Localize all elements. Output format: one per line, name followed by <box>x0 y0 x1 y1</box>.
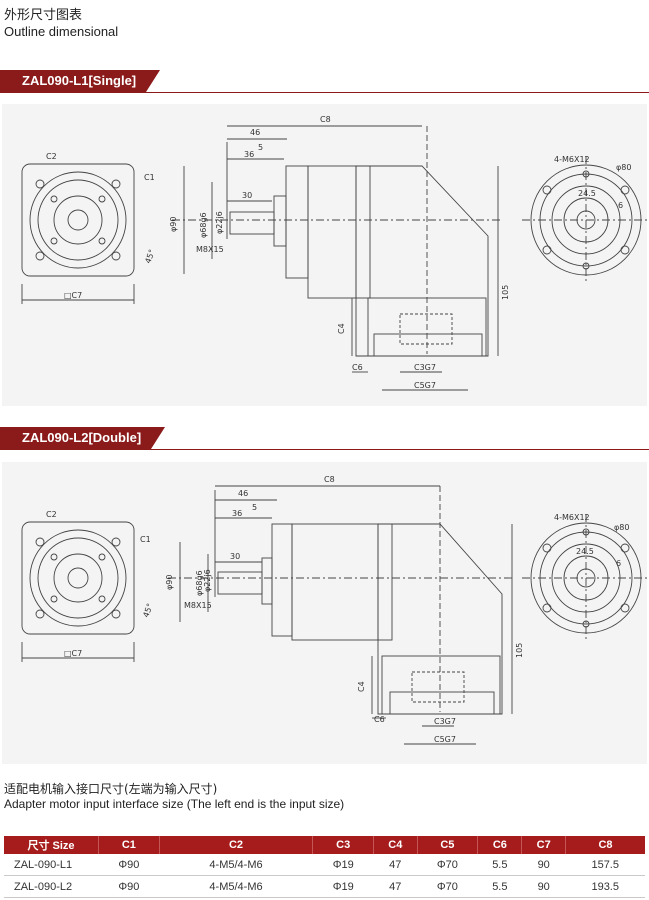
table-cell: 47 <box>373 875 418 898</box>
dim-6: 6 <box>616 559 621 568</box>
table-header-row: 尺寸 Size C1 C2 C3 C4 C5 C6 C7 C8 <box>4 836 645 854</box>
table-cell: Φ19 <box>312 875 374 898</box>
dim-c3: C3G7 <box>434 717 456 726</box>
section-banner-line <box>0 92 649 93</box>
dim-c1: C1 <box>144 173 155 182</box>
header-title-cn: 外形尺寸图表 <box>4 8 83 23</box>
table-cell: 193.5 <box>565 875 645 898</box>
adapter-title-en: Adapter motor input interface size (The … <box>4 797 345 811</box>
dim-m6: 4-M6X12 <box>554 155 590 164</box>
table-cell: 4-M5/4-M6 <box>159 875 313 898</box>
dim-c7: □C7 <box>64 649 82 658</box>
dim-phi68: φ68g6 <box>199 212 208 238</box>
column-header: C4 <box>373 836 418 854</box>
dim-m8: M8X15 <box>184 601 212 610</box>
dim-c1: C1 <box>140 535 151 544</box>
header-title-en: Outline dimensional <box>4 24 119 39</box>
table-cell: 5.5 <box>477 854 522 876</box>
dim-m8: M8X15 <box>196 245 224 254</box>
dim-105: 105 <box>501 285 510 300</box>
table-cell: Φ90 <box>98 875 160 898</box>
dim-36: 36 <box>244 150 254 159</box>
dim-46: 46 <box>250 128 260 137</box>
drawing-single: C8 46 5 36 30 φ90 φ68g6 φ22j6 M8X15 105 … <box>21 115 647 391</box>
dim-c8: C8 <box>324 475 335 484</box>
dim-phi22: φ22j6 <box>203 569 212 592</box>
dim-5: 5 <box>252 503 257 512</box>
column-header: C3 <box>312 836 375 854</box>
table-row: ZAL-090-L2 Φ90 4-M5/4-M6 Φ19 47 Φ70 5.5 … <box>4 875 645 898</box>
dim-c8: C8 <box>320 115 331 124</box>
table-cell: 47 <box>373 854 418 876</box>
column-header: C7 <box>521 836 566 854</box>
table-cell: 4-M5/4-M6 <box>159 854 313 876</box>
dim-30: 30 <box>230 552 240 561</box>
dim-phi68: φ68g6 <box>195 570 204 596</box>
table-cell: ZAL-090-L2 <box>4 875 99 898</box>
table-cell: Φ70 <box>417 875 478 898</box>
column-header: C6 <box>477 836 523 854</box>
column-header: 尺寸 Size <box>4 836 99 854</box>
table-cell: Φ70 <box>417 854 478 876</box>
dim-c4: C4 <box>337 323 346 334</box>
dim-46: 46 <box>238 489 248 498</box>
column-header: C1 <box>98 836 160 854</box>
dim-phi80: φ80 <box>616 163 631 172</box>
dim-c6: C6 <box>352 363 363 372</box>
adapter-title-cn: 适配电机输入接口尺寸(左端为输入尺寸) <box>4 782 218 796</box>
dim-phi22: φ22j6 <box>215 211 224 234</box>
dim-c6: C6 <box>374 715 385 724</box>
dim-c7: □C7 <box>64 291 82 300</box>
dim-30: 30 <box>242 191 252 200</box>
table-cell: Φ90 <box>98 854 160 876</box>
dim-5: 5 <box>258 143 263 152</box>
dim-36: 36 <box>232 509 242 518</box>
dim-24-5: 24.5 <box>578 189 596 198</box>
section-banner-line <box>0 449 649 450</box>
dim-c5: C5G7 <box>414 381 436 390</box>
table-cell: 90 <box>521 875 566 898</box>
dim-c2: C2 <box>46 152 57 161</box>
dim-24-5: 24.5 <box>576 547 594 556</box>
table-cell: 90 <box>521 854 566 876</box>
section-banner-single: ZAL090-L1[Single] <box>0 70 161 92</box>
table-cell: 5.5 <box>477 875 522 898</box>
dim-c2: C2 <box>46 510 57 519</box>
dim-m6: 4-M6X12 <box>554 513 590 522</box>
table-row: ZAL-090-L1 Φ90 4-M5/4-M6 Φ19 47 Φ70 5.5 … <box>4 854 645 876</box>
dim-phi90: φ90 <box>165 575 174 590</box>
dim-45: 45° <box>143 248 156 264</box>
drawing-double: C8 46 5 36 30 φ90 φ68g6 φ22j6 M8X15 105 … <box>21 475 647 745</box>
table-cell: Φ19 <box>312 854 374 876</box>
dim-phi80: φ80 <box>614 523 629 532</box>
dim-105: 105 <box>515 643 524 658</box>
drawing-panel-double: C8 46 5 36 30 φ90 φ68g6 φ22j6 M8X15 105 … <box>2 462 647 764</box>
table-cell: 157.5 <box>565 854 645 876</box>
dim-45: 45° <box>141 602 154 618</box>
column-header: C5 <box>417 836 479 854</box>
drawing-panel-single: C8 46 5 36 30 φ90 φ68g6 φ22j6 M8X15 105 … <box>2 104 647 406</box>
dim-6: 6 <box>618 201 623 210</box>
dim-c3: C3G7 <box>414 363 436 372</box>
dim-phi90: φ90 <box>169 217 178 232</box>
section-banner-double: ZAL090-L2[Double] <box>0 427 166 449</box>
spec-table: 尺寸 Size C1 C2 C3 C4 C5 C6 C7 C8 ZAL-090-… <box>4 836 645 898</box>
column-header: C8 <box>565 836 645 854</box>
table-cell: ZAL-090-L1 <box>4 854 99 876</box>
dim-c5: C5G7 <box>434 735 456 744</box>
dim-c4: C4 <box>357 681 366 692</box>
column-header: C2 <box>159 836 314 854</box>
